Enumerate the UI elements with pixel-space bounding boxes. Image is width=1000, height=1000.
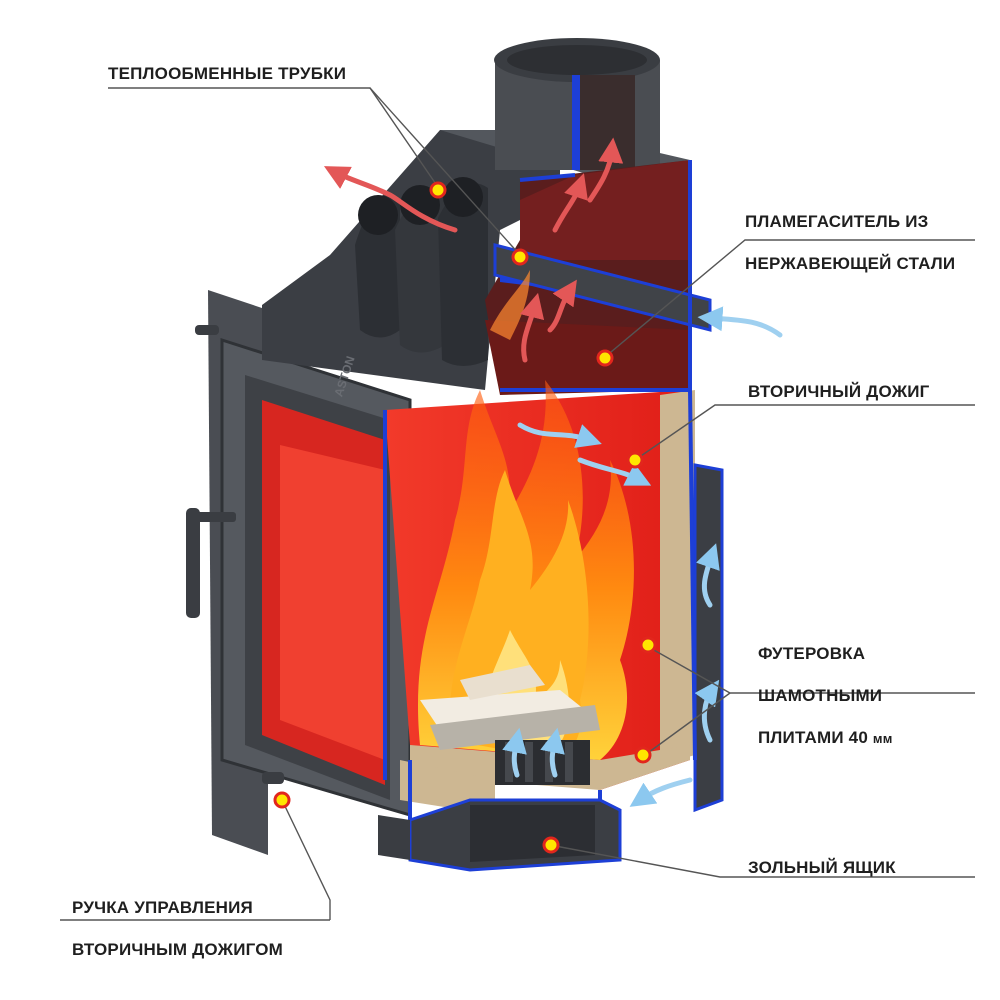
flue-pipe bbox=[494, 38, 660, 170]
label-lining-unit: мм bbox=[872, 731, 893, 746]
label-heat-tubes: ТЕПЛООБМЕННЫЕ ТРУБКИ bbox=[108, 64, 347, 83]
ash-box-shadow bbox=[470, 805, 595, 862]
leader-lines bbox=[60, 87, 975, 921]
door-handle-mount bbox=[196, 512, 236, 522]
cold-air-arrows bbox=[502, 306, 783, 807]
label-baffle: ПЛАМЕГАСИТЕЛЬ ИЗ НЕРЖАВЕЮЩЕЙ СТАЛИ bbox=[745, 190, 955, 295]
label-lining-line3-wrap: ПЛИТАМИ 40 мм bbox=[758, 727, 893, 749]
bottom-base bbox=[378, 815, 410, 860]
label-lining-line1: ФУТЕРОВКА bbox=[758, 644, 866, 663]
label-control-line1: РУЧКА УПРАВЛЕНИЯ bbox=[72, 898, 253, 917]
door-side-glass bbox=[280, 445, 385, 760]
right-casing bbox=[693, 463, 724, 813]
label-baffle-line2: НЕРЖАВЕЮЩЕЙ СТАЛИ bbox=[745, 254, 956, 273]
label-control-line2: ВТОРИЧНЫМ ДОЖИГОМ bbox=[72, 940, 284, 959]
chamotte-back bbox=[660, 390, 695, 765]
label-baffle-line1: ПЛАМЕГАСИТЕЛЬ ИЗ bbox=[745, 212, 929, 231]
label-lining: ФУТЕРОВКА ШАМОТНЫМИ ПЛИТАМИ 40 мм bbox=[758, 622, 893, 770]
cut-section-outline bbox=[383, 160, 697, 840]
label-ash-box: ЗОЛЬНЫЙ ЯЩИК bbox=[748, 858, 896, 877]
label-secondary-burn: ВТОРИЧНЫЙ ДОЖИГ bbox=[748, 382, 930, 401]
grate bbox=[495, 740, 590, 785]
secondary-burn-handle[interactable] bbox=[262, 772, 284, 784]
label-control: РУЧКА УПРАВЛЕНИЯ ВТОРИЧНЫМ ДОЖИГОМ bbox=[72, 876, 283, 981]
upper-chamber-glow bbox=[520, 160, 690, 260]
top-knob bbox=[195, 325, 219, 335]
callout-markers bbox=[273, 181, 657, 854]
label-lining-line3: ПЛИТАМИ 40 bbox=[758, 728, 868, 747]
hot-air-arrows bbox=[323, 137, 624, 363]
door-handle[interactable] bbox=[186, 508, 200, 618]
secondary-chamber bbox=[485, 320, 690, 395]
label-lining-line2: ШАМОТНЫМИ bbox=[758, 686, 883, 705]
logs bbox=[420, 665, 600, 750]
